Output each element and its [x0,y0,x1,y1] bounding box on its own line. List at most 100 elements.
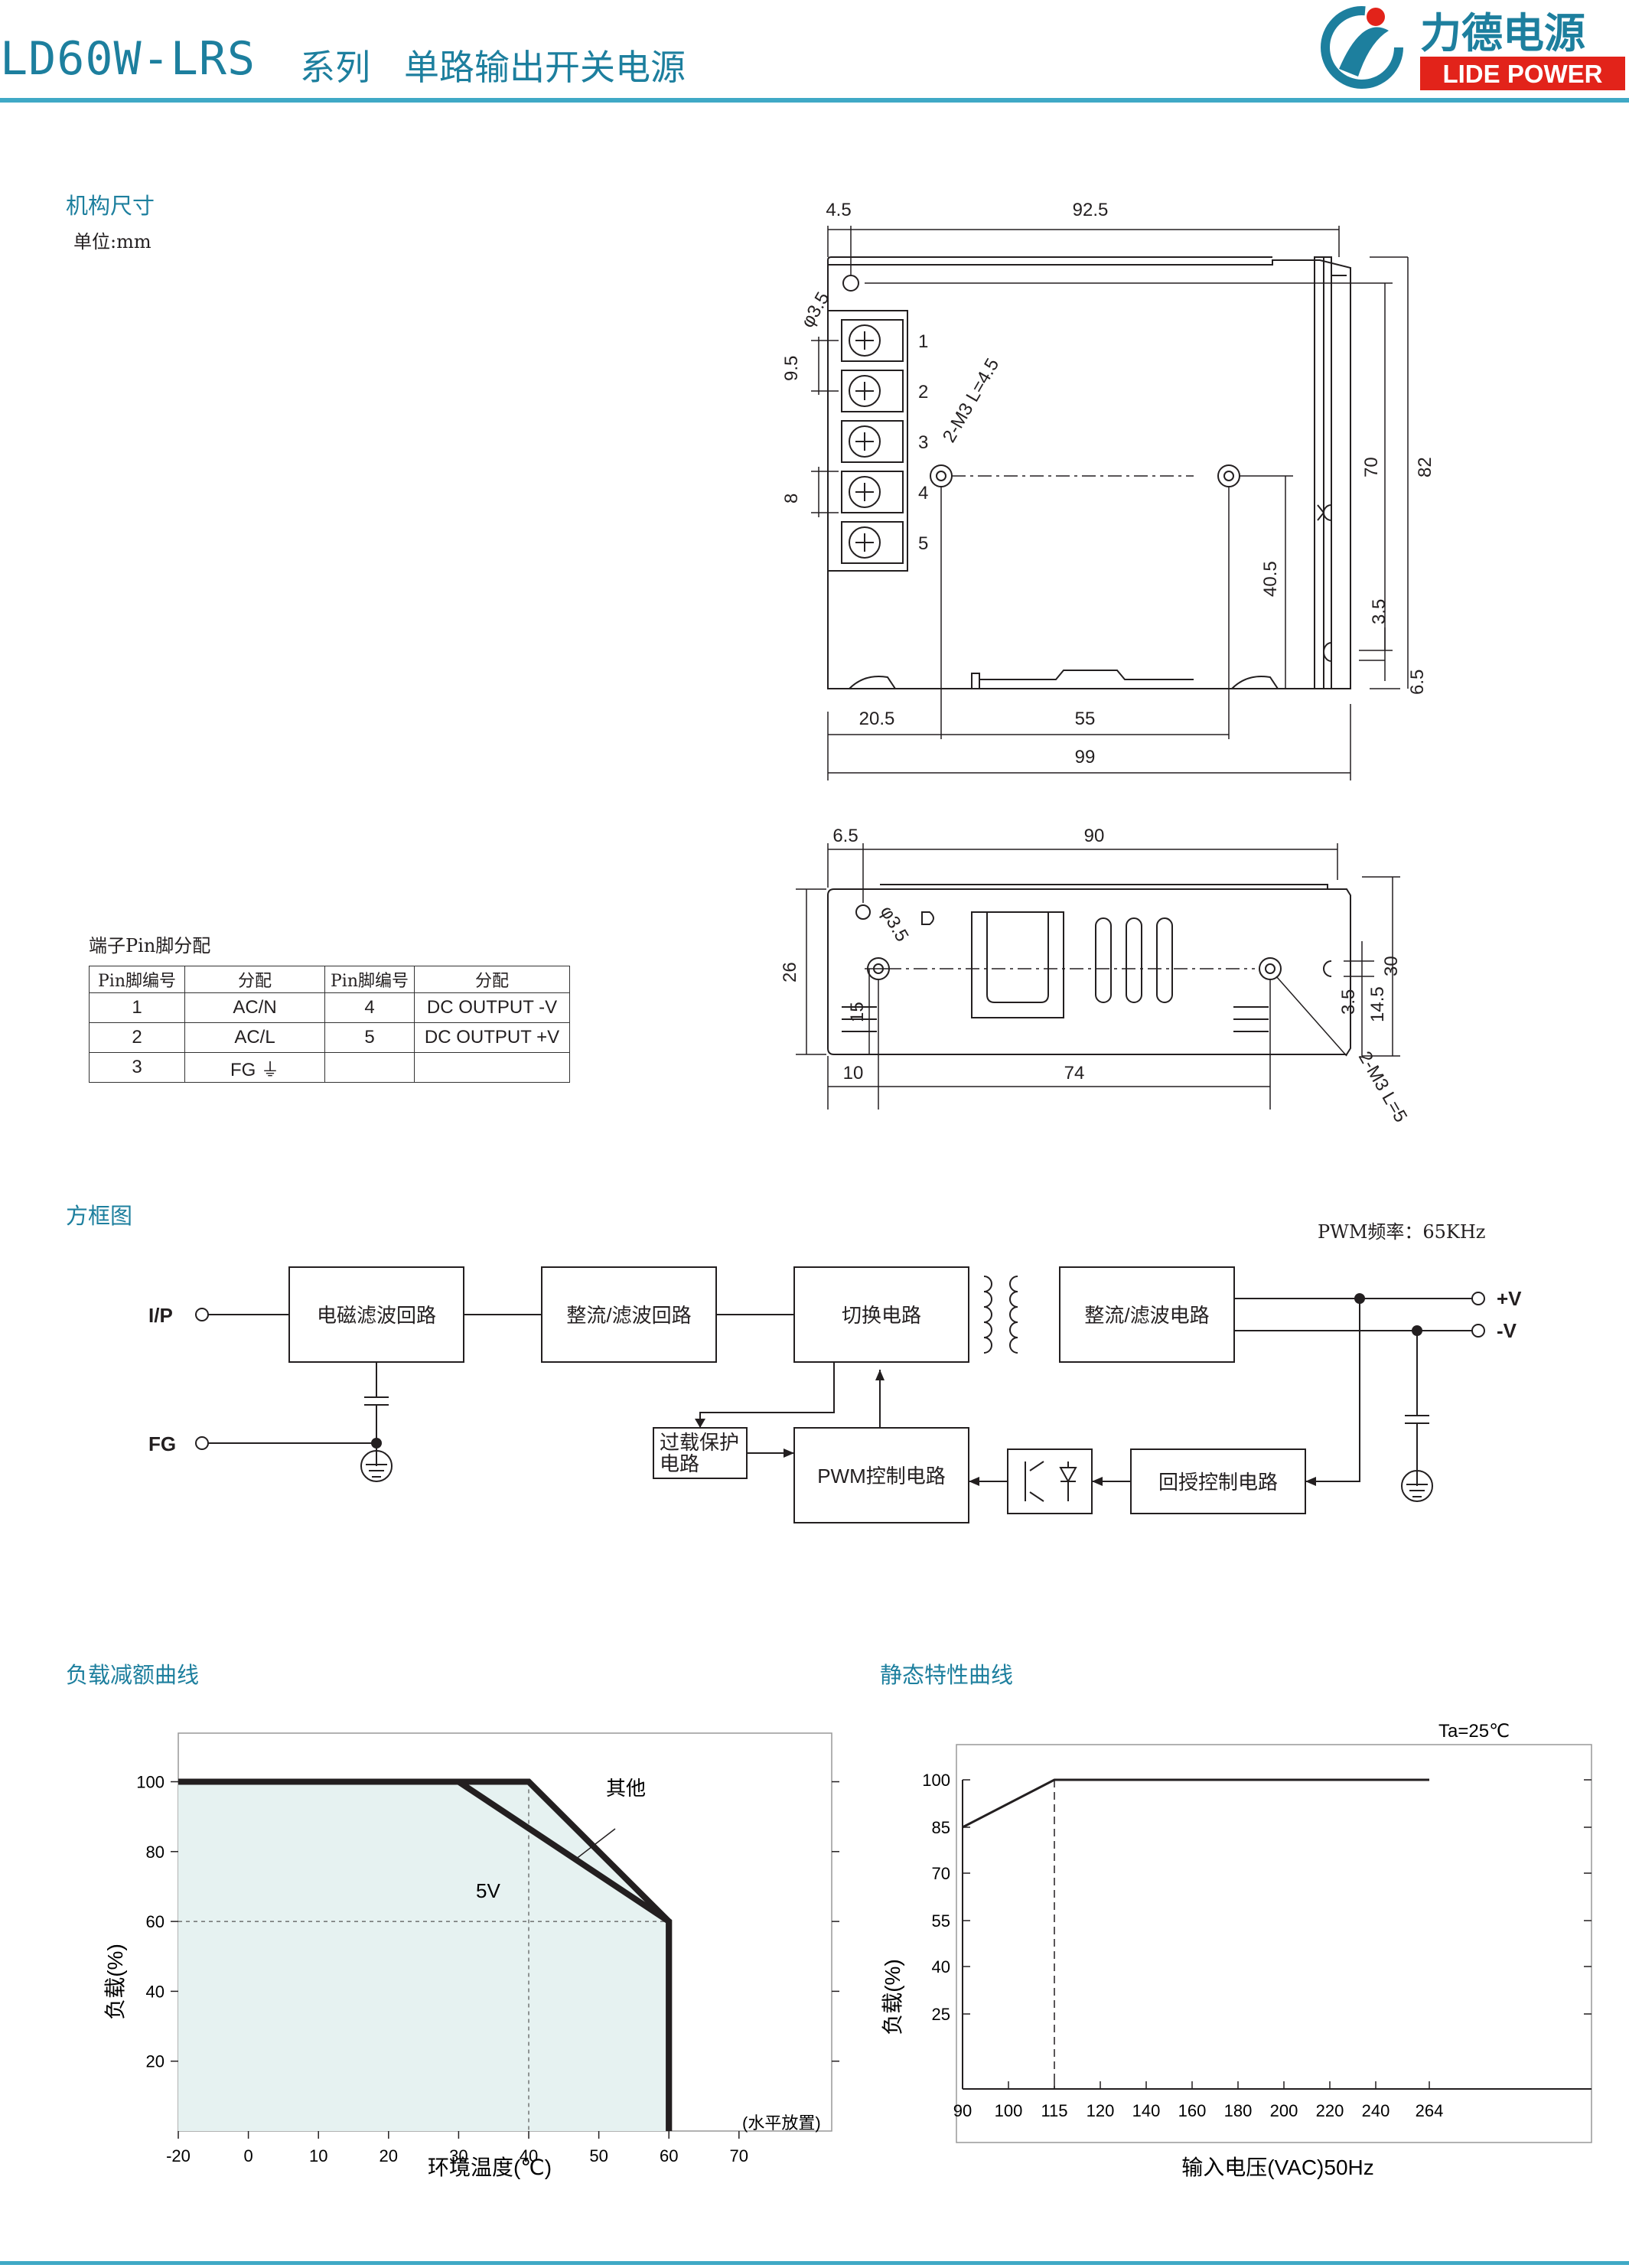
x-tick-label: 10 [309,2146,327,2165]
x-tick-label: 240 [1362,2101,1390,2120]
static-title: 静态特性曲线 [880,1662,1014,1688]
x-tick-label: 160 [1178,2101,1207,2120]
dim-40.5: 40.5 [1260,561,1281,597]
dim-55: 55 [1075,709,1096,729]
table-header-row: Pin脚编号 分配 Pin脚编号 分配 [89,966,570,993]
table-cell [324,1052,415,1083]
dim-74: 74 [1064,1063,1085,1083]
label-5v: 5V [476,1879,500,1902]
x-tick-label: 60 [660,2146,678,2165]
y-axis-label: 负载(%) [103,1944,127,2020]
mech-top-view: 4.5 92.5 φ3.5 9.5 8 2-M3 L=4.5 70 82 40.… [781,200,1435,780]
block-label-ocp-1: 过载保护 [660,1431,739,1454]
block-optocoupler [1007,1448,1093,1514]
y-tick-label: 100 [922,1771,950,1790]
input-label: I/P [148,1304,173,1327]
dim-30: 30 [1381,956,1402,976]
table-cell: 1 [89,992,185,1023]
unit-label: 单位:mm [73,231,151,253]
page-title: LD60W-LRS [0,32,256,86]
col-header-assign: 分配 [184,966,325,993]
y-tick-label: 25 [932,2005,950,2024]
table-cell: 2 [89,1022,185,1053]
x-tick-label: -20 [166,2146,191,2165]
mech-side-view: 6.5 90 φ3.5 26 15 30 3.5 14.5 10 74 2-M3… [780,826,1411,1126]
dim-6.5: 6.5 [1407,670,1428,695]
y-tick-label: 55 [932,1911,950,1931]
brand-name-en: LIDE POWER [1442,60,1602,88]
dim-3.5: 3.5 [1369,599,1390,624]
dim-phi3.5-side: φ3.5 [876,903,913,946]
minus-v-label: -V [1497,1319,1517,1342]
x-tick-label: 100 [995,2101,1023,2120]
table-row: 2 AC/L 5 DC OUTPUT +V [89,1022,570,1053]
dim-14.5: 14.5 [1367,986,1388,1022]
y-tick-label: 85 [932,1818,950,1837]
plus-v-label: +V [1497,1287,1522,1310]
x-tick-label: 0 [243,2146,252,2165]
y-tick-label: 40 [932,1957,950,1976]
page-subtitle: 系列单路输出开关电源 [300,40,686,90]
dim-6.5-side: 6.5 [832,826,858,846]
block-rect2 [1059,1266,1235,1363]
y-tick-label: 70 [932,1864,950,1883]
dim-9.5: 9.5 [781,356,802,381]
block-label-pwm: PWM控制电路 [817,1465,946,1488]
table-cell: 4 [324,992,415,1023]
chart-note: (水平放置) [742,2113,821,2133]
ambient-temp-label: Ta=25℃ [1438,1721,1510,1742]
col-header-pin: Pin脚编号 [324,966,415,993]
dim-92.5: 92.5 [1073,200,1109,220]
table-row: 1 AC/N 4 DC OUTPUT -V [89,992,570,1023]
dim-4.5: 4.5 [826,200,851,220]
block-pwm [793,1427,969,1523]
col-header-pin: Pin脚编号 [89,966,185,993]
dim-70: 70 [1361,457,1382,477]
block-label-emi: 电磁滤波回路 [317,1304,436,1327]
y-axis-label: 负载(%) [881,1959,904,2035]
block-diagram: 电磁滤波回路 整流/滤波回路 切换电路 整流/滤波电路 过载保护 电路 PWM控… [148,1266,1522,1523]
block-label-ocp-2: 电路 [660,1452,699,1475]
dim-3.5-side: 3.5 [1338,989,1359,1015]
block-diagram-title: 方框图 [66,1203,133,1229]
col-header-assign: 分配 [414,966,570,993]
x-tick-label: 90 [953,2101,972,2120]
terminal-number: 3 [918,432,928,453]
y-tick-label: 100 [136,1773,165,1792]
dim-82: 82 [1415,457,1435,477]
dim-10: 10 [843,1063,864,1083]
x-axis-label: 输入电压(VAC)50Hz [1181,2156,1374,2179]
dim-99: 99 [1075,747,1096,767]
dim-2m3-l5: 2-M3 L=5 [1354,1048,1411,1126]
x-tick-label: 50 [589,2146,608,2165]
pwm-frequency: PWM频率：65KHz [1318,1221,1486,1243]
x-tick-label: 180 [1224,2101,1253,2120]
y-tick-label: 60 [146,1912,165,1931]
x-axis-label: 环境温度(℃) [428,2156,552,2179]
brand-logo: 力德电源 LIDE POWER [1321,6,1625,90]
product-description: 单路输出开关电源 [404,47,686,88]
fg-label: FG [148,1432,176,1455]
terminal-number: 4 [918,483,928,503]
series-line-load [962,1778,1429,1829]
dim-8: 8 [781,494,802,503]
x-tick-label: 20 [380,2146,398,2165]
table-cell: 3 [89,1052,185,1083]
table-cell: 5 [324,1022,415,1053]
x-tick-label: 140 [1132,2101,1161,2120]
table-cell: DC OUTPUT +V [414,1022,570,1053]
table-cell [414,1052,570,1083]
series-line-5v [178,1778,673,2131]
safe-area-fill [178,1781,670,2131]
block-label-rect1: 整流/滤波回路 [566,1304,691,1327]
x-tick-label: 200 [1270,2101,1298,2120]
table-cell: DC OUTPUT -V [414,992,570,1023]
label-other: 其他 [606,1777,646,1800]
chart-frame [956,1744,1592,2143]
derating-title: 负载减额曲线 [66,1662,200,1688]
brand-name-cn: 力德电源 [1420,11,1585,57]
table-row: 3 FG ⏚ [89,1052,570,1083]
block-label-rect2: 整流/滤波电路 [1084,1304,1209,1327]
